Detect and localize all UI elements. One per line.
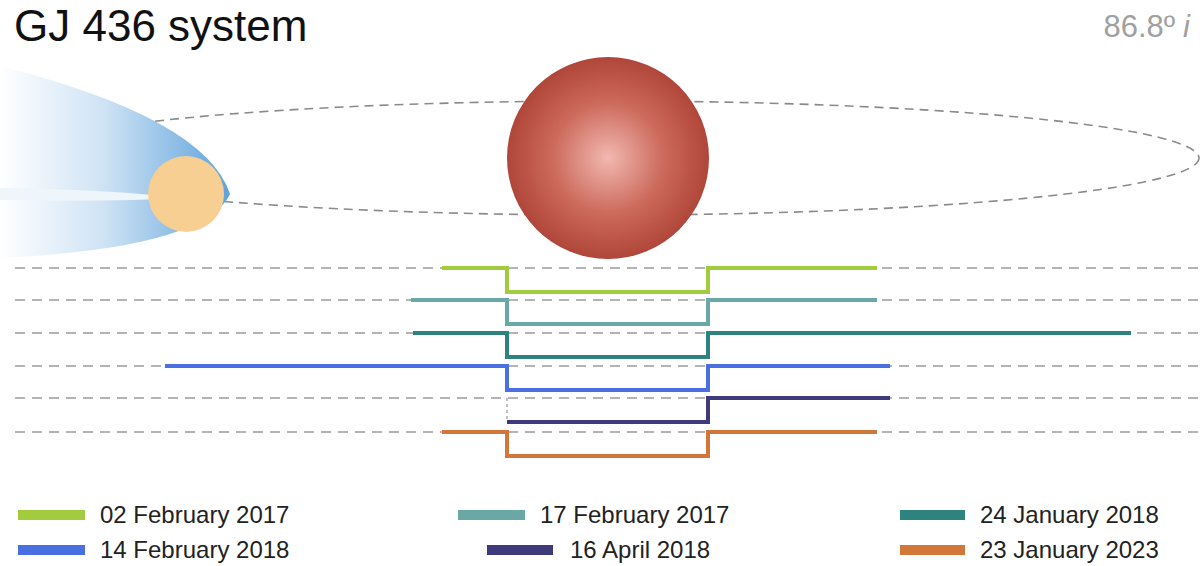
inclination-label: 86.8ºi — [1103, 11, 1190, 42]
star — [507, 57, 709, 259]
light-curve — [442, 268, 877, 292]
inclination-value: 86.8º — [1103, 9, 1175, 44]
baseline — [15, 267, 1200, 269]
legend-swatch — [900, 510, 965, 520]
light-curve — [165, 366, 890, 390]
legend-text: 16 April 2018 — [570, 538, 710, 562]
light-curve — [413, 333, 1131, 357]
title: GJ 436 system — [14, 4, 307, 48]
inclination-symbol: i — [1183, 9, 1190, 44]
legend-swatch — [458, 510, 525, 520]
legend-text: 23 January 2023 — [980, 538, 1159, 562]
legend-text: 17 February 2017 — [540, 503, 729, 527]
light-curve — [411, 300, 877, 324]
legend-text: 14 February 2018 — [100, 538, 289, 562]
light-curve — [507, 398, 890, 422]
comet-tail — [0, 66, 230, 258]
light-curve — [442, 432, 877, 456]
legend-text: 24 January 2018 — [980, 503, 1159, 527]
baseline — [15, 299, 1200, 301]
legend-swatch — [900, 545, 965, 555]
legend-text: 02 February 2017 — [100, 503, 289, 527]
missing-ingress — [506, 398, 507, 420]
planet — [148, 156, 224, 232]
legend-swatch — [18, 510, 85, 520]
baseline — [15, 431, 1200, 433]
baseline — [15, 397, 1200, 399]
legend-swatch — [18, 545, 85, 555]
legend-swatch — [487, 545, 553, 555]
